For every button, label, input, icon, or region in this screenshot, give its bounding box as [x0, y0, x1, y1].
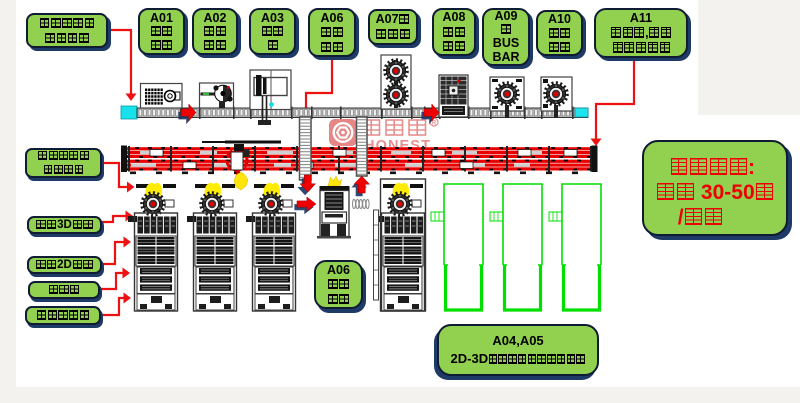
- svg-text:R: R: [432, 121, 437, 127]
